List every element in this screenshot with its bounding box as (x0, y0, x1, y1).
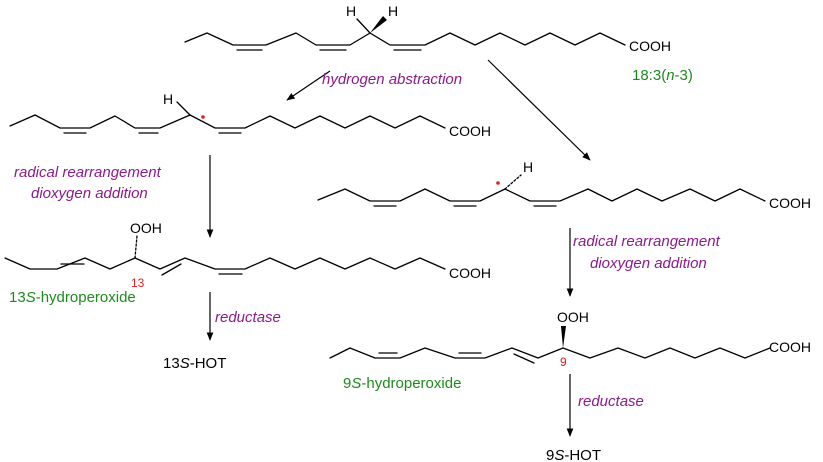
hydroperoxide-13S: OOH 13 COOH 13S-hydroperoxide (4, 220, 491, 306)
hpo13-double-bond-2 (161, 263, 182, 276)
substrate-bond-h-left (356, 18, 371, 34)
radical9-h-label: H (523, 159, 533, 175)
substrate-chain (184, 32, 626, 46)
hpo13-ooh-label: OOH (130, 220, 162, 236)
radical-intermediate-9: H COOH (317, 159, 811, 211)
hpo9-wedge-bond-o (561, 326, 566, 348)
step-rearr2-line1: radical rearrangement (573, 233, 721, 250)
substrate-wedge-h-right (370, 16, 387, 33)
substrate-acid-label: COOH (629, 38, 671, 54)
substrate-h-right-label: H (388, 3, 398, 19)
hpo9-acid-label: COOH (769, 339, 811, 355)
arrow-to-radical-13 (286, 70, 331, 101)
hpo13-hash-bond-o (134, 235, 138, 259)
step-rearr1-line2: dioxygen addition (31, 185, 148, 202)
arrow-to-radical-9 (487, 59, 591, 161)
step-rearr2-line2: dioxygen addition (590, 255, 707, 272)
radical13-dot (201, 115, 205, 119)
substrate-name: 18:3(n-3) (632, 67, 693, 84)
substrate-alpha-linolenic-acid: H H COOH 18:3(n-3) (184, 3, 693, 84)
hpo9-ooh-label: OOH (557, 309, 589, 325)
step-reductase-9: reductase (578, 393, 644, 410)
step-hydrogen-abstraction: hydrogen abstraction (322, 71, 462, 88)
radical9-dot (496, 181, 500, 185)
hpo9-name: 9S-hydroperoxide (343, 375, 461, 392)
step-rearr1-line1: radical rearrangement (14, 164, 162, 181)
step-reductase-13: reductase (215, 309, 281, 326)
hydroperoxide-9S: OOH 9 COOH 9S-hydroperoxide (329, 309, 811, 392)
radical9-acid-label: COOH (769, 195, 811, 211)
hpo13-name: 13S-hydroperoxide (9, 289, 136, 306)
radical-intermediate-13: H COOH (9, 91, 491, 139)
substrate-h-left-label: H (346, 3, 356, 19)
radical9-bond-h (504, 174, 522, 190)
hpo9-chain (329, 347, 771, 359)
hpo13-chain (4, 257, 446, 270)
radical13-h-label: H (163, 91, 173, 107)
radical13-acid-label: COOH (449, 123, 491, 139)
radical13-bond-h (176, 101, 191, 116)
product-9S-HOT: 9S-HOT (546, 447, 601, 462)
radical9-chain (317, 188, 766, 202)
product-13S-HOT: 13S-HOT (163, 355, 226, 372)
hpo9-locant: 9 (560, 355, 567, 369)
hpo13-acid-label: COOH (449, 265, 491, 281)
hpo9-double-bond-3 (513, 353, 535, 364)
hpo13-locant: 13 (131, 276, 145, 290)
radical13-chain (9, 114, 446, 129)
